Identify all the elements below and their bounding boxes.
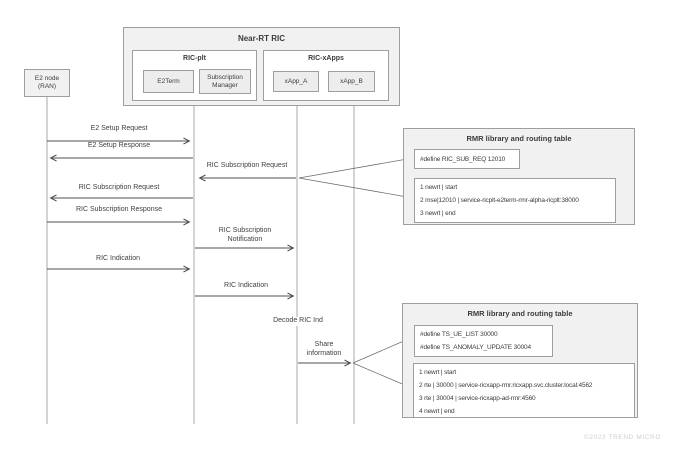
route-line: 2 mse|12010 | service-ricplt-e2term-rmr-…	[420, 197, 579, 204]
container-near-rt-ric: Near-RT RIC RIC-plt E2Term Subscription …	[123, 27, 400, 106]
route-line: 3 newrt | end	[420, 210, 456, 217]
rmr-table-2-define-line: #define TS_UE_LIST 30000	[420, 331, 498, 338]
connector-rmr1-routes	[298, 177, 414, 199]
actor-xapp-a-label: xApp_A	[284, 77, 308, 85]
near-rt-ric-title: Near-RT RIC	[237, 34, 286, 43]
rmr-table-1: RMR library and routing table #define RI…	[403, 128, 635, 225]
actor-e2term: E2Term	[143, 70, 194, 93]
actor-xapp-b-label: xApp_B	[340, 77, 363, 85]
actor-e2-node: E2 node (RAN)	[24, 69, 70, 97]
label-e2-setup-request: E2 Setup Request	[90, 125, 148, 132]
actor-subscription-manager: Subscription Manager	[199, 69, 251, 94]
label-e2-setup-response: E2 Setup Response	[87, 142, 151, 149]
route-line: 1 newrt | start	[419, 369, 457, 376]
rmr-table-1-define-line: #define RIC_SUB_REQ 12010	[420, 155, 506, 163]
route-line: 4 newrt | end	[419, 408, 455, 415]
label-ric-subscription-request-xapp: RIC Subscription Request	[206, 162, 288, 169]
actor-xapp-a: xApp_A	[273, 71, 319, 92]
label-share-information: Share information	[306, 341, 342, 357]
route-line: 2 rte | 30000 | service-ricxapp-rmr.ricx…	[419, 382, 593, 389]
route-line: 3 rte | 30004 | service-ricxapp-ad-rmr:4…	[419, 395, 536, 402]
label-ric-indication-e2: RIC Indication	[96, 255, 140, 262]
rmr-table-2-define-line: #define TS_ANOMALY_UPDATE 30004	[420, 344, 531, 351]
copyright-watermark: ©2023 TREND MICRO	[584, 434, 661, 441]
connector-rmr2-define	[352, 339, 407, 364]
label-ric-subscription-request: RIC Subscription Request	[78, 184, 160, 191]
connector-rmr1-define	[298, 157, 414, 179]
rmr-table-2: RMR library and routing table #define TS…	[402, 303, 638, 418]
connector-rmr2-routes	[352, 362, 408, 387]
container-ric-plt: RIC-plt E2Term Subscription Manager	[132, 50, 257, 101]
label-ric-subscription-notification: RIC Subscription Notification	[218, 227, 272, 243]
rmr-table-2-routes: 1 newrt | start 2 rte | 30000 | service-…	[413, 363, 635, 418]
rmr-table-1-routes: 1 newrt | start 2 mse|12010 | service-ri…	[414, 178, 616, 223]
container-ric-xapps: RIC-xApps xApp_A xApp_B	[263, 50, 389, 101]
rmr-table-2-defines: #define TS_UE_LIST 30000 #define TS_ANOM…	[414, 325, 553, 357]
label-ric-indication-xapp: RIC Indication	[224, 282, 268, 289]
label-decode-ric-ind: Decode RIC Ind	[271, 317, 325, 326]
route-line: 1 newrt | start	[420, 184, 458, 191]
rmr-table-2-title: RMR library and routing table	[467, 309, 573, 318]
actor-e2term-label: E2Term	[157, 77, 180, 85]
rmr-table-1-defines: #define RIC_SUB_REQ 12010	[414, 149, 520, 169]
actor-xapp-b: xApp_B	[328, 71, 375, 92]
actor-subscription-manager-label: Subscription Manager	[207, 73, 243, 89]
label-ric-subscription-response: RIC Subscription Response	[76, 206, 162, 213]
rmr-table-1-title: RMR library and routing table	[466, 134, 572, 143]
ric-xapps-title: RIC-xApps	[308, 55, 344, 62]
actor-e2-node-label: E2 node (RAN)	[34, 75, 60, 90]
ric-plt-title: RIC-plt	[183, 55, 206, 62]
